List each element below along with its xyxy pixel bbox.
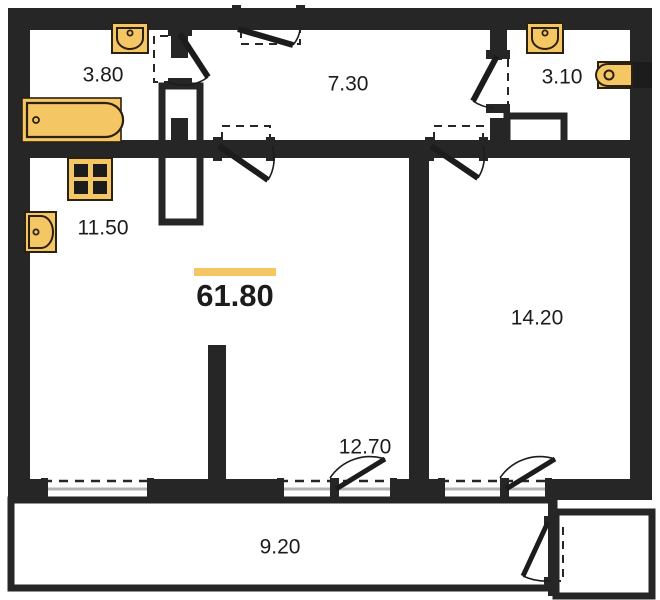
door-swing — [470, 50, 510, 113]
room-area-hall: 7.30 — [328, 73, 369, 96]
room-area-bedroom: 14.20 — [511, 307, 564, 330]
door-swing — [329, 455, 387, 501]
window — [438, 478, 552, 501]
total-area-label: 61.80 — [196, 278, 274, 313]
door-group — [153, 5, 564, 586]
door-swing — [499, 455, 557, 501]
area-label-group: 3.80 7.30 3.10 11.50 12.70 14.20 9.20 61… — [78, 64, 583, 559]
sink-fixture — [24, 211, 57, 253]
room-area-wc: 3.10 — [542, 66, 583, 89]
window-group — [41, 478, 552, 501]
door-swing — [213, 125, 275, 183]
sink-fixture — [111, 22, 149, 54]
room-area-kitchen: 11.50 — [78, 217, 129, 240]
room-area-living-room: 12.70 — [339, 436, 392, 459]
door-swing — [153, 27, 211, 87]
toilet-fixture — [595, 61, 652, 89]
wall-structure — [7, 8, 656, 600]
door-swing — [425, 125, 488, 181]
sink-fixture — [526, 22, 564, 54]
total-area-accent-bar — [194, 268, 276, 276]
door-swing — [232, 5, 305, 48]
room-area-balcony: 9.20 — [260, 536, 301, 559]
fixture-group — [21, 22, 652, 253]
room-area-bathroom: 3.80 — [83, 64, 124, 87]
stove-fixture — [67, 157, 113, 201]
window — [41, 478, 154, 501]
door-swing — [520, 516, 564, 586]
bathtub-fixture — [21, 97, 125, 143]
